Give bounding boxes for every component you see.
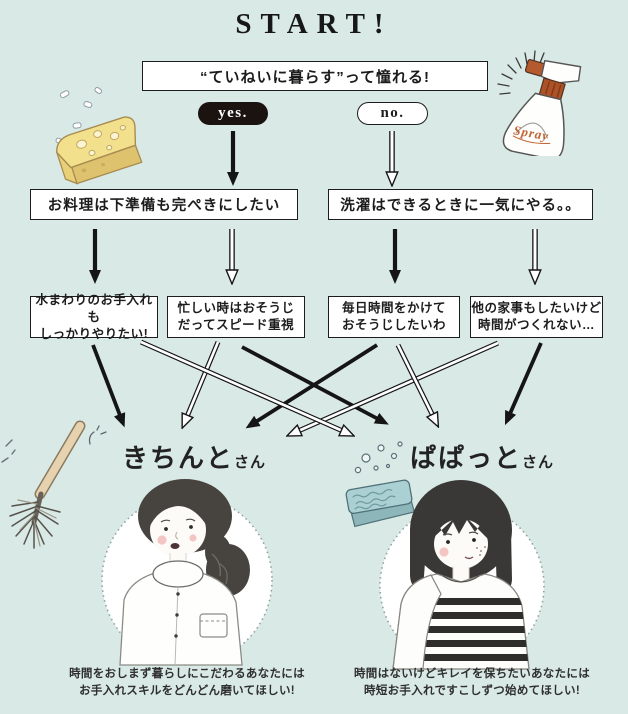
woman-bob-illustration — [392, 480, 530, 670]
branch-box-cooking: お料理は下準備も完ぺきにしたい — [30, 189, 298, 220]
yellow-sponge-icon — [55, 86, 143, 185]
branch-box-laundry: 洗濯はできるときに一気にやる。。 — [328, 189, 593, 220]
question-box: “ていねいに暮らす”って憧れる! — [142, 61, 488, 91]
papatto-portrait — [379, 480, 545, 670]
spray-bottle-icon: Spray — [497, 50, 582, 156]
caption-line: 時間をおしまず暮らしにこだわるあなたには — [69, 668, 305, 680]
option-line: 時間がつくれない… — [477, 318, 595, 332]
bottle-body: Spray — [502, 59, 582, 156]
woman-ponytail-illustration — [119, 479, 250, 666]
caption-line: 時短お手入れですこしずつ始めてほしい! — [364, 685, 580, 697]
option-box-water-care: 水まわりのお手入れも しっかりやりたい! — [30, 293, 158, 341]
caption-line: 時間はないけどキレイを保ちたいあなたには — [354, 668, 590, 680]
result-name: ぱぱっと — [409, 443, 522, 473]
result-title-papatto: ぱぱっとさん — [402, 438, 562, 475]
arrow-optD-to-papatto-solid — [504, 342, 543, 426]
cleaning-brush-icon — [1, 420, 86, 549]
result-title-kichinto: きちんとさん — [114, 438, 274, 475]
option-box-no-time: 他の家事もしたいけど 時間がつくれない… — [470, 296, 603, 338]
no-button[interactable]: no. — [357, 102, 428, 125]
result-suffix: さん — [234, 454, 267, 471]
arrow-optB-to-kichinto-hollow — [186, 341, 221, 419]
option-line: 他の家事もしたいけど — [471, 301, 602, 315]
dust-specks — [1, 439, 16, 463]
option-box-daily-time: 毎日時間をかけて おそうじしたいわ — [328, 296, 460, 338]
option-box-speed-priority: 忙しい時はおそうじ だってスピード重視 — [167, 296, 305, 338]
caption-papatto: 時間はないけどキレイを保ちたいあなたには 時短お手入れですこしずつ始めてほしい! — [326, 666, 618, 700]
spray-label: Spray — [512, 122, 550, 143]
option-line: 水まわりのお手入れも — [35, 292, 153, 324]
result-suffix: さん — [522, 454, 555, 471]
arrow-optA-to-kichinto-solid — [91, 344, 126, 428]
arrow-optA-to-papatto-hollow — [139, 339, 345, 432]
yes-button[interactable]: yes. — [198, 102, 268, 125]
option-line: しっかりやりたい! — [39, 326, 149, 341]
bubbles — [354, 441, 403, 474]
arrow-optC-to-papatto-hollow — [395, 343, 434, 418]
sponge-body — [55, 116, 143, 185]
option-line: おそうじしたいわ — [341, 318, 446, 332]
caption-line: お手入れスキルをどんどん磨いてほしい! — [79, 685, 295, 697]
caption-kichinto: 時間をおしまず暮らしにこだわるあなたには お手入れスキルをどんどん磨いてほしい! — [20, 666, 354, 700]
option-line: だってスピード重視 — [177, 318, 295, 332]
result-name: きちんと — [121, 443, 234, 473]
page-title: START! — [235, 8, 393, 40]
arrow-optD-to-kichinto-hollow — [296, 340, 500, 432]
kichinto-portrait — [101, 479, 273, 666]
option-line: 毎日時間をかけて — [341, 301, 446, 315]
bristles — [9, 501, 61, 549]
option-line: 忙しい時はおそうじ — [177, 301, 295, 315]
sparkle-doodle — [88, 425, 107, 445]
